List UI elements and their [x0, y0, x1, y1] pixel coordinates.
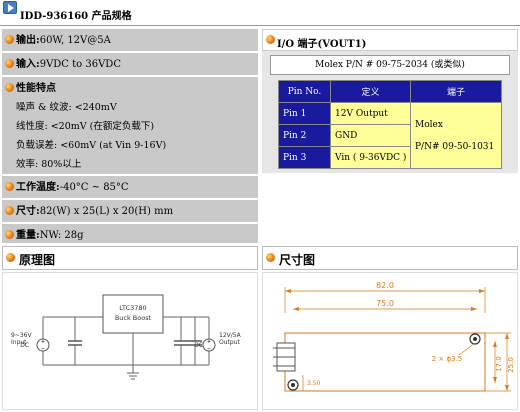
output-label: Output — [219, 339, 240, 346]
spec-weight-label: 重量: — [16, 230, 40, 241]
spec-input: 输入:9VDC to 36VDC — [2, 53, 258, 76]
outer-height-label: 25.0 — [507, 357, 515, 373]
perf-line-linearity: 线性度: <20mV (在额定负载下) — [16, 121, 155, 132]
page-header: IDD-936160 产品规格 — [0, 0, 520, 26]
schematic-title: 原理图 — [19, 253, 56, 267]
spec-weight-value: NW: 28g — [39, 230, 84, 241]
pin-definition: GND — [330, 124, 411, 147]
bullet-icon — [5, 35, 14, 44]
dimensions-diagram: 82.0 75.0 2 × ϕ3.5 3.50 25.0 17.0 — [262, 272, 518, 410]
terminal-panel: Molex P/N # 09-75-2034 (或类似) Pin No. 定义 … — [262, 51, 518, 173]
chip-subtitle: Buck Boost — [115, 314, 152, 322]
pin-definition: Vin ( 9-36VDC ) — [330, 146, 411, 169]
spec-temperature-label: 工作温度: — [16, 182, 60, 193]
inner-width-label: 75.0 — [376, 299, 394, 308]
spec-temperature: 工作温度:-40°C ~ 85°C — [2, 176, 258, 199]
table-row: Pin 1 12V Output Molex P/N# 09-50-1031 — [278, 102, 502, 169]
bullet-icon — [5, 83, 14, 92]
spec-output-label: 输出: — [16, 35, 40, 46]
schematic-diagram: LTC3780 Buck Boost + − DC 9~36V Input + … — [2, 272, 258, 410]
table-header-row: Pin No. 定义 端子 — [278, 80, 502, 103]
bullet-icon — [5, 230, 14, 239]
spec-output-value: 60W, 12V@5A — [39, 35, 111, 46]
terminal-part: P/N# 09-50-1031 — [415, 141, 495, 152]
pin-definition: 12V Output — [330, 102, 411, 125]
chip-name: LTC3780 — [119, 304, 146, 312]
terminal-header: I/O 端子(VOUT1) — [262, 29, 518, 51]
column-header: 端子 — [410, 80, 502, 103]
table-row: Pin 2 GND — [278, 124, 502, 147]
terminal-brand: Molex — [415, 119, 443, 130]
perf-line-efficiency: 效率: 80%以上 — [16, 159, 82, 170]
table-row: Pin 3 Vin ( 9-36VDC ) — [278, 146, 502, 169]
dimensions-title: 尺寸图 — [279, 253, 316, 267]
spec-size-value: 82(W) x 25(L) x 20(H) mm — [39, 206, 174, 217]
schematic-header: 原理图 — [2, 246, 258, 270]
terminal-cell: Molex P/N# 09-50-1031 — [410, 102, 502, 169]
bullet-icon — [5, 59, 14, 68]
inner-height-label: 17.0 — [495, 356, 503, 372]
schematic-svg: LTC3780 Buck Boost + − DC 9~36V Input + … — [11, 294, 242, 380]
bullet-icon — [5, 182, 14, 191]
bullet-icon — [266, 253, 275, 262]
column-header: Pin No. — [278, 80, 331, 103]
chip-box — [102, 294, 164, 334]
overall-width-label: 82.0 — [376, 281, 394, 290]
svg-text:+: + — [207, 339, 211, 345]
spec-size: 尺寸:82(W) x 25(L) x 20(H) mm — [2, 200, 258, 223]
pin-number: Pin 2 — [278, 124, 331, 147]
column-header: 定义 — [330, 80, 411, 103]
svg-text:+: + — [41, 339, 45, 345]
play-icon[interactable] — [3, 1, 17, 14]
spec-output: 输出:60W, 12V@5A — [2, 29, 258, 52]
spec-input-value: 9VDC to 36VDC — [39, 59, 121, 70]
pin-number: Pin 3 — [278, 146, 331, 169]
terminal-title: I/O 端子(VOUT1) — [277, 39, 367, 50]
perf-line-load: 负载误差: <60mV (at Vin 9-16V) — [16, 140, 167, 151]
input-voltage-label: 9~36V — [11, 332, 32, 339]
pin-offset-label: 3.50 — [307, 380, 321, 387]
svg-text:−: − — [207, 346, 211, 352]
input-label: Input — [11, 339, 27, 346]
svg-text:−: − — [41, 346, 45, 352]
molex-part-number: Molex P/N # 09-75-2034 (或类似) — [270, 55, 510, 75]
spec-temperature-value: -40°C ~ 85°C — [59, 182, 129, 193]
spec-weight: 重量:NW: 28g — [2, 224, 258, 244]
perf-line-noise: 噪声 & 纹波: <240mV — [16, 102, 117, 113]
page-title: IDD-936160 产品规格 — [20, 11, 132, 22]
bullet-icon — [266, 35, 275, 44]
spec-size-label: 尺寸: — [16, 206, 40, 217]
spec-performance: 性能特点 噪声 & 纹波: <240mV 线性度: <20mV (在额定负载下)… — [2, 77, 258, 175]
hole-callout-label: 2 × ϕ3.5 — [432, 355, 463, 363]
output-dc-label: DC — [194, 342, 203, 349]
pin-number: Pin 1 — [278, 102, 331, 125]
spec-input-label: 输入: — [16, 59, 40, 70]
input-dc-label: DC — [20, 342, 29, 349]
bullet-icon — [6, 253, 15, 262]
pin-table: Pin No. 定义 端子 Pin 1 12V Output Molex P/N… — [278, 80, 502, 169]
output-voltage-label: 12V/5A — [219, 332, 242, 339]
bullet-icon — [5, 206, 14, 215]
spec-performance-label: 性能特点 — [16, 83, 56, 94]
dimensions-header: 尺寸图 — [262, 246, 518, 270]
dimensions-svg: 82.0 75.0 2 × ϕ3.5 3.50 25.0 17.0 — [273, 281, 515, 392]
